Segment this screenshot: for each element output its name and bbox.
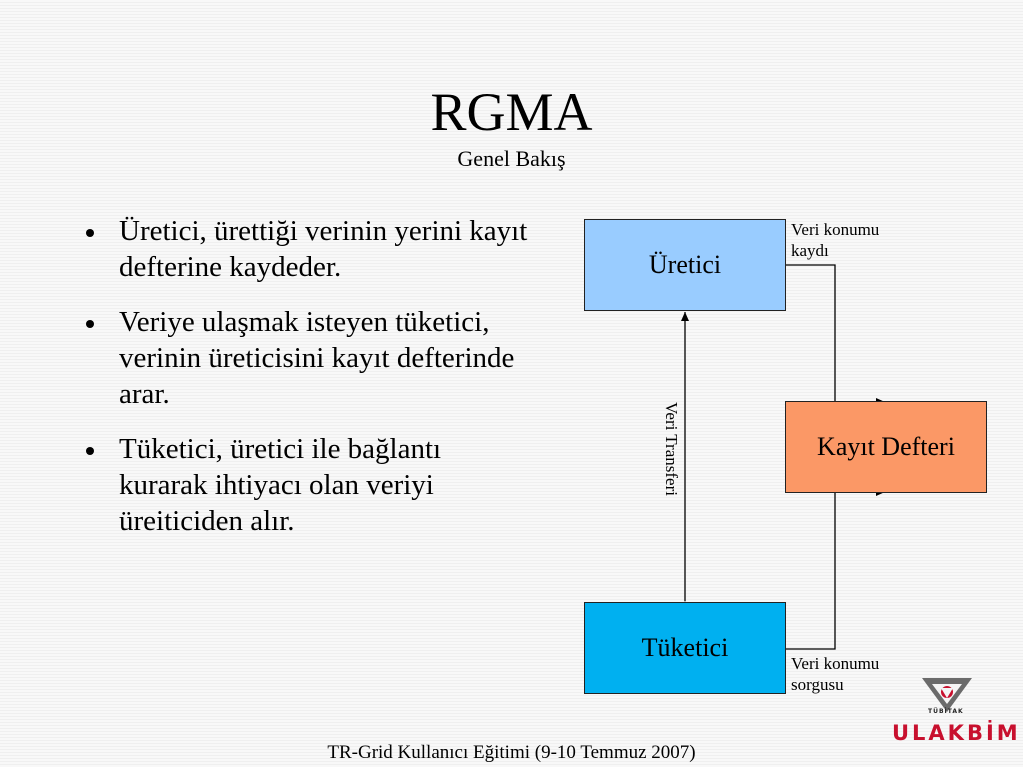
registry-box: Kayıt Defteri	[785, 401, 987, 493]
bullet-dot-icon	[86, 447, 94, 455]
consumer-label: Tüketici	[641, 633, 729, 662]
producer-label: Üretici	[648, 250, 722, 279]
consumer-box: Tüketici	[584, 602, 786, 694]
ulakbim-logo: TÜBİTAK ULAKBİM	[892, 672, 1021, 748]
bullet-item: Üretici, ürettiği verinin yerini kayıt d…	[82, 213, 532, 285]
bullet-dot-icon	[86, 320, 94, 328]
registration-note: Veri konumu kaydı	[791, 219, 879, 261]
transfer-label: Veri Transferi	[662, 402, 681, 496]
tubitak-emblem-icon	[922, 678, 972, 712]
registration-connector	[786, 264, 885, 406]
bullet-list: Üretici, ürettiği verinin yerini kayıt d…	[82, 213, 532, 558]
bullet-dot-icon	[86, 229, 94, 237]
bullet-item: Tüketici, üretici ile bağlantı kurarak i…	[82, 431, 532, 539]
bullet-text: Veriye ulaşmak isteyen tüketici, verinin…	[119, 306, 515, 410]
registration-note-line1: Veri konumu	[791, 220, 880, 239]
query-note: Veri konumu sorgusu	[791, 653, 879, 695]
slide-subtitle: Genel Bakış	[457, 146, 566, 171]
registry-label: Kayıt Defteri	[817, 432, 955, 461]
slide-footer: TR-Grid Kullanıcı Eğitimi (9-10 Temmuz 2…	[327, 742, 696, 763]
bullet-item: Veriye ulaşmak isteyen tüketici, verinin…	[82, 304, 532, 412]
producer-box: Üretici	[584, 219, 786, 311]
registration-note-line2: kaydı	[791, 241, 829, 260]
query-note-line2: sorgusu	[791, 675, 844, 694]
bullet-text: Tüketici, üretici ile bağlantı kurarak i…	[119, 433, 442, 537]
logo-wordmark: ULAKBİM	[892, 721, 1021, 745]
query-connector	[786, 488, 885, 650]
logo-small-text: TÜBİTAK	[928, 708, 964, 715]
query-note-line1: Veri konumu	[791, 654, 880, 673]
bullet-text: Üretici, ürettiği verinin yerini kayıt d…	[119, 215, 528, 283]
slide-title: RGMA	[430, 82, 593, 142]
